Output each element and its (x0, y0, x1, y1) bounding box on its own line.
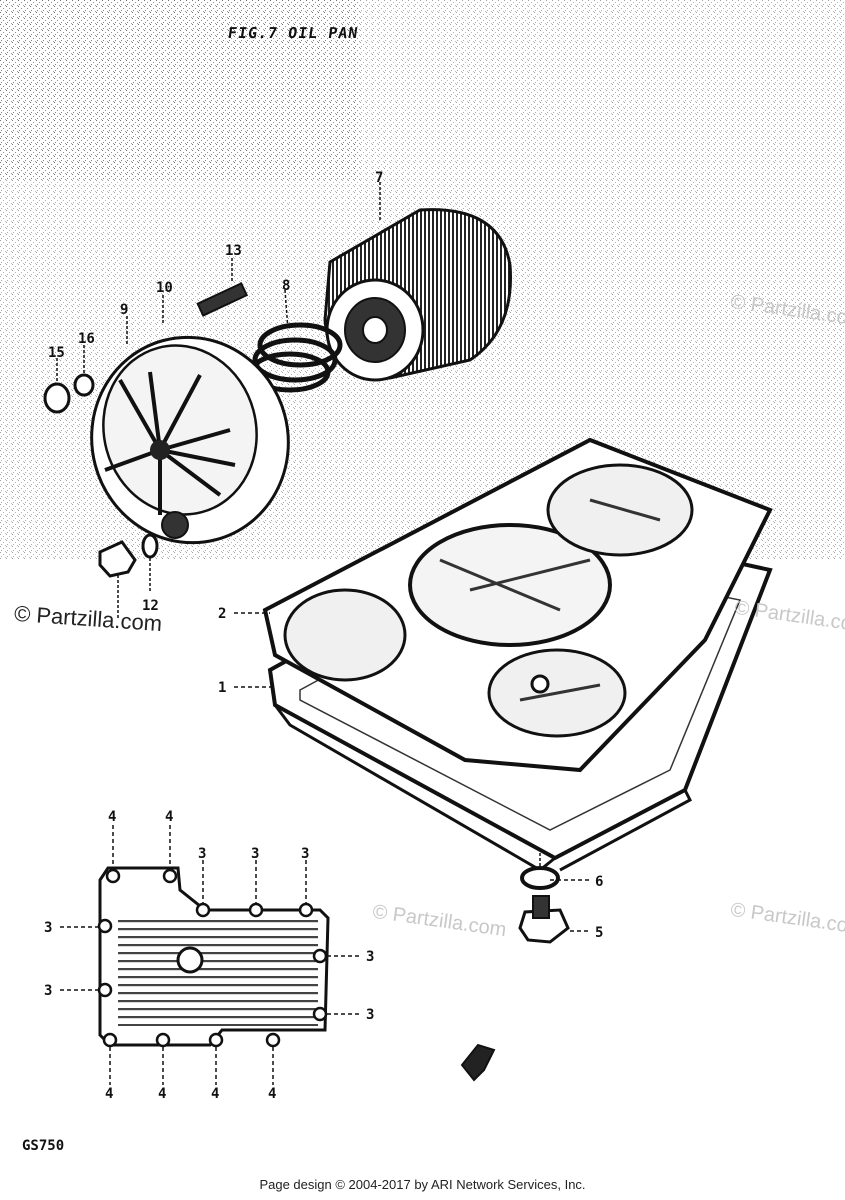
bolt-part-11 (98, 533, 159, 620)
callout-15: 15 (48, 345, 65, 361)
drain-plug-part-5 (518, 848, 570, 944)
callout-4b: 4 (165, 809, 173, 825)
callout-10: 10 (156, 280, 173, 296)
callout-labels: 7 8 13 10 9 16 15 12 2 1 6 5 4 4 3 3 3 3… (44, 170, 603, 1102)
callout-3g: 3 (366, 1007, 374, 1023)
oil-filter-part-7 (323, 182, 512, 382)
callout-5: 5 (595, 925, 603, 941)
callout-3b: 3 (251, 846, 259, 862)
oil-pan-bottom-view (97, 866, 330, 1048)
callout-4c: 4 (105, 1086, 113, 1102)
callout-6: 6 (595, 874, 603, 890)
callout-4d: 4 (158, 1086, 166, 1102)
callout-13: 13 (225, 243, 242, 259)
callout-4a: 4 (108, 809, 116, 825)
callout-12: 12 (142, 598, 159, 614)
callout-8: 8 (282, 278, 290, 294)
callout-4f: 4 (268, 1086, 276, 1102)
filter-cap-part-9 (90, 295, 290, 545)
callout-3e: 3 (44, 983, 52, 999)
leader-lines (60, 612, 590, 1085)
callout-3c: 3 (301, 846, 309, 862)
callout-3a: 3 (198, 846, 206, 862)
gasket-part-2 (262, 437, 773, 773)
cap-part-15 (43, 345, 95, 414)
stud-part-13 (196, 258, 249, 317)
callout-16: 16 (78, 331, 95, 347)
callout-7: 7 (375, 170, 383, 186)
page-footer: Page design © 2004-2017 by ARI Network S… (259, 1177, 586, 1192)
callout-4e: 4 (211, 1086, 219, 1102)
callout-3f: 3 (366, 949, 374, 965)
model-code: GS750 (22, 1138, 65, 1154)
figure-title: FIG.7 OIL PAN (226, 24, 360, 42)
callout-3d: 3 (44, 920, 52, 936)
callout-1: 1 (218, 680, 226, 696)
callout-2: 2 (218, 606, 226, 622)
scan-noise-dense (0, 0, 360, 180)
callout-9: 9 (120, 302, 128, 318)
front-arrow-icon (460, 1043, 496, 1082)
